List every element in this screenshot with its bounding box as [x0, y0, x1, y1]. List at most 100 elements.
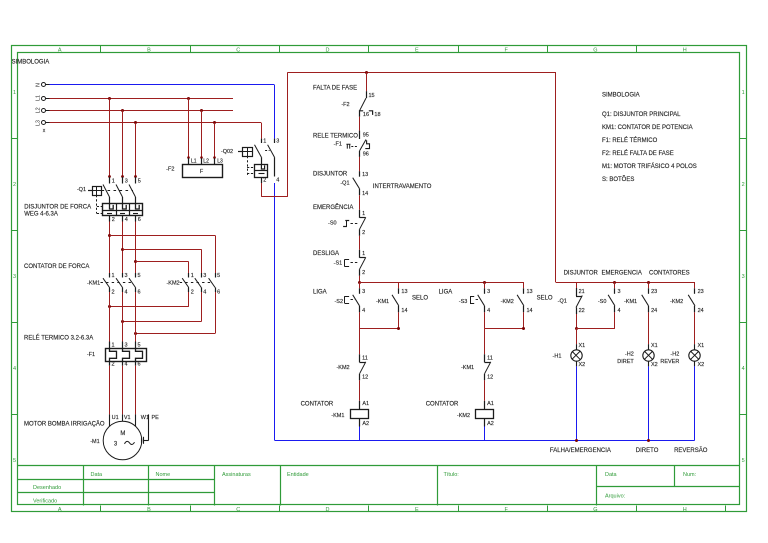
svg-text:1: 1 — [112, 342, 115, 348]
svg-text:A1: A1 — [487, 401, 494, 407]
svg-text:Arquivo:: Arquivo: — [605, 494, 626, 500]
svg-text:18: 18 — [374, 112, 380, 118]
svg-text:3: 3 — [618, 289, 621, 295]
svg-text:5: 5 — [138, 179, 141, 185]
svg-text:1: 1 — [362, 211, 365, 217]
svg-text:15: 15 — [369, 93, 375, 99]
svg-text:-KM1: -KM1 — [461, 365, 474, 371]
svg-text:4: 4 — [742, 366, 745, 372]
svg-text:B: B — [147, 48, 151, 54]
svg-text:L2: L2 — [203, 158, 209, 164]
svg-text:U1: U1 — [112, 415, 119, 421]
svg-text:-Q1: -Q1 — [340, 180, 349, 186]
svg-text:-F2: -F2 — [166, 167, 174, 173]
svg-text:CONTATOR: CONTATOR — [301, 402, 334, 408]
svg-text:13: 13 — [527, 289, 533, 295]
svg-text:MOTOR BOMBA IRRIGAÇÃO: MOTOR BOMBA IRRIGAÇÃO — [24, 420, 105, 427]
svg-text:-Q02: -Q02 — [221, 149, 233, 155]
svg-text:-KM1: -KM1 — [376, 299, 389, 305]
svg-text:-KM2: -KM2 — [166, 280, 179, 286]
svg-text:Num:: Num: — [683, 472, 697, 478]
svg-text:23: 23 — [698, 289, 704, 295]
svg-text:2: 2 — [362, 230, 365, 236]
svg-text:1: 1 — [362, 251, 365, 257]
svg-text:-F1: -F1 — [87, 352, 95, 358]
svg-text:-F2: -F2 — [341, 102, 349, 108]
svg-text:E: E — [415, 48, 419, 54]
svg-text:-KM2: -KM2 — [457, 413, 470, 419]
svg-text:-KM1: -KM1 — [331, 413, 344, 419]
svg-text:11: 11 — [362, 356, 368, 362]
svg-text:F: F — [504, 48, 508, 54]
svg-text:4: 4 — [276, 178, 279, 184]
svg-text:INTERTRAVAMENTO: INTERTRAVAMENTO — [373, 184, 432, 190]
svg-text:16: 16 — [363, 112, 369, 118]
svg-text:X2: X2 — [579, 362, 586, 368]
svg-text:3: 3 — [125, 179, 128, 185]
svg-text:CONTATOR: CONTATOR — [426, 402, 459, 408]
svg-text:F1: RELÉ TÉRMICO: F1: RELÉ TÉRMICO — [602, 137, 658, 144]
svg-text:4: 4 — [487, 308, 490, 314]
svg-text:3: 3 — [114, 442, 118, 448]
svg-text:3: 3 — [276, 139, 279, 145]
svg-text:2: 2 — [13, 182, 16, 188]
svg-text:96: 96 — [363, 151, 369, 157]
svg-text:Assinaturas: Assinaturas — [222, 472, 251, 478]
svg-text:SELO: SELO — [537, 296, 553, 302]
svg-text:-S2: -S2 — [334, 299, 343, 305]
svg-text:CONTATOR DE FORCA: CONTATOR DE FORCA — [24, 264, 89, 270]
svg-text:5: 5 — [138, 342, 141, 348]
svg-text:H: H — [683, 48, 687, 54]
svg-text:5: 5 — [742, 458, 745, 464]
svg-text:SIMBOLOGIA: SIMBOLOGIA — [12, 59, 50, 65]
svg-text:X1: X1 — [579, 343, 586, 349]
svg-text:X2: X2 — [651, 362, 658, 368]
svg-text:6: 6 — [138, 217, 141, 223]
svg-text:-KM2: -KM2 — [336, 365, 349, 371]
svg-text:-S3: -S3 — [459, 299, 468, 305]
svg-text:L3: L3 — [36, 120, 42, 126]
svg-text:3: 3 — [203, 273, 206, 279]
svg-text:PE: PE — [152, 415, 160, 421]
svg-text:-S0: -S0 — [328, 221, 337, 227]
svg-text:4: 4 — [13, 366, 16, 372]
svg-text:4: 4 — [203, 290, 206, 296]
svg-text:DESLIGA: DESLIGA — [313, 251, 339, 257]
svg-text:-Q1: -Q1 — [77, 187, 86, 193]
svg-text:4: 4 — [125, 362, 128, 368]
svg-text:V1: V1 — [124, 415, 131, 421]
svg-text:B: B — [147, 507, 151, 513]
svg-text:S: BOTÕES: S: BOTÕES — [602, 176, 634, 183]
svg-text:LIGA: LIGA — [313, 290, 327, 296]
svg-text:DISJUNTOR DE FORCA: DISJUNTOR DE FORCA — [24, 205, 91, 211]
svg-text:2: 2 — [112, 217, 115, 223]
svg-text:EMERGENCIA: EMERGENCIA — [602, 271, 642, 277]
svg-text:-H2: -H2 — [625, 351, 634, 357]
svg-text:RELÉ TERMICO 3.2-6.3A: RELÉ TERMICO 3.2-6.3A — [24, 334, 93, 341]
svg-text:DIRET: DIRET — [617, 359, 634, 365]
svg-text:Desenhado: Desenhado — [33, 485, 61, 491]
svg-text:F: F — [200, 169, 204, 175]
svg-text:-H1: -H1 — [553, 353, 562, 359]
svg-text:A: A — [58, 48, 62, 54]
svg-text:RELE TERMICO: RELE TERMICO — [313, 133, 358, 139]
svg-text:-KM1: -KM1 — [624, 299, 637, 305]
svg-text:3: 3 — [487, 289, 490, 295]
svg-text:11: 11 — [487, 356, 493, 362]
svg-text:SELO: SELO — [412, 296, 428, 302]
svg-text:Título:: Título: — [444, 472, 460, 478]
svg-text:13: 13 — [401, 289, 407, 295]
svg-text:2: 2 — [742, 182, 745, 188]
svg-text:3: 3 — [742, 274, 745, 280]
svg-text:13: 13 — [362, 172, 368, 178]
svg-text:x: x — [43, 128, 46, 134]
svg-text:A2: A2 — [487, 421, 494, 427]
svg-text:KM1: CONTATOR DE POTENCIA: KM1: CONTATOR DE POTENCIA — [602, 125, 693, 131]
svg-text:-M1: -M1 — [90, 439, 99, 445]
svg-text:A1: A1 — [362, 401, 369, 407]
svg-text:12: 12 — [362, 375, 368, 381]
svg-text:3: 3 — [362, 289, 365, 295]
svg-text:14: 14 — [527, 308, 533, 314]
svg-text:C: C — [236, 507, 240, 513]
svg-text:Verificado: Verificado — [33, 498, 57, 504]
